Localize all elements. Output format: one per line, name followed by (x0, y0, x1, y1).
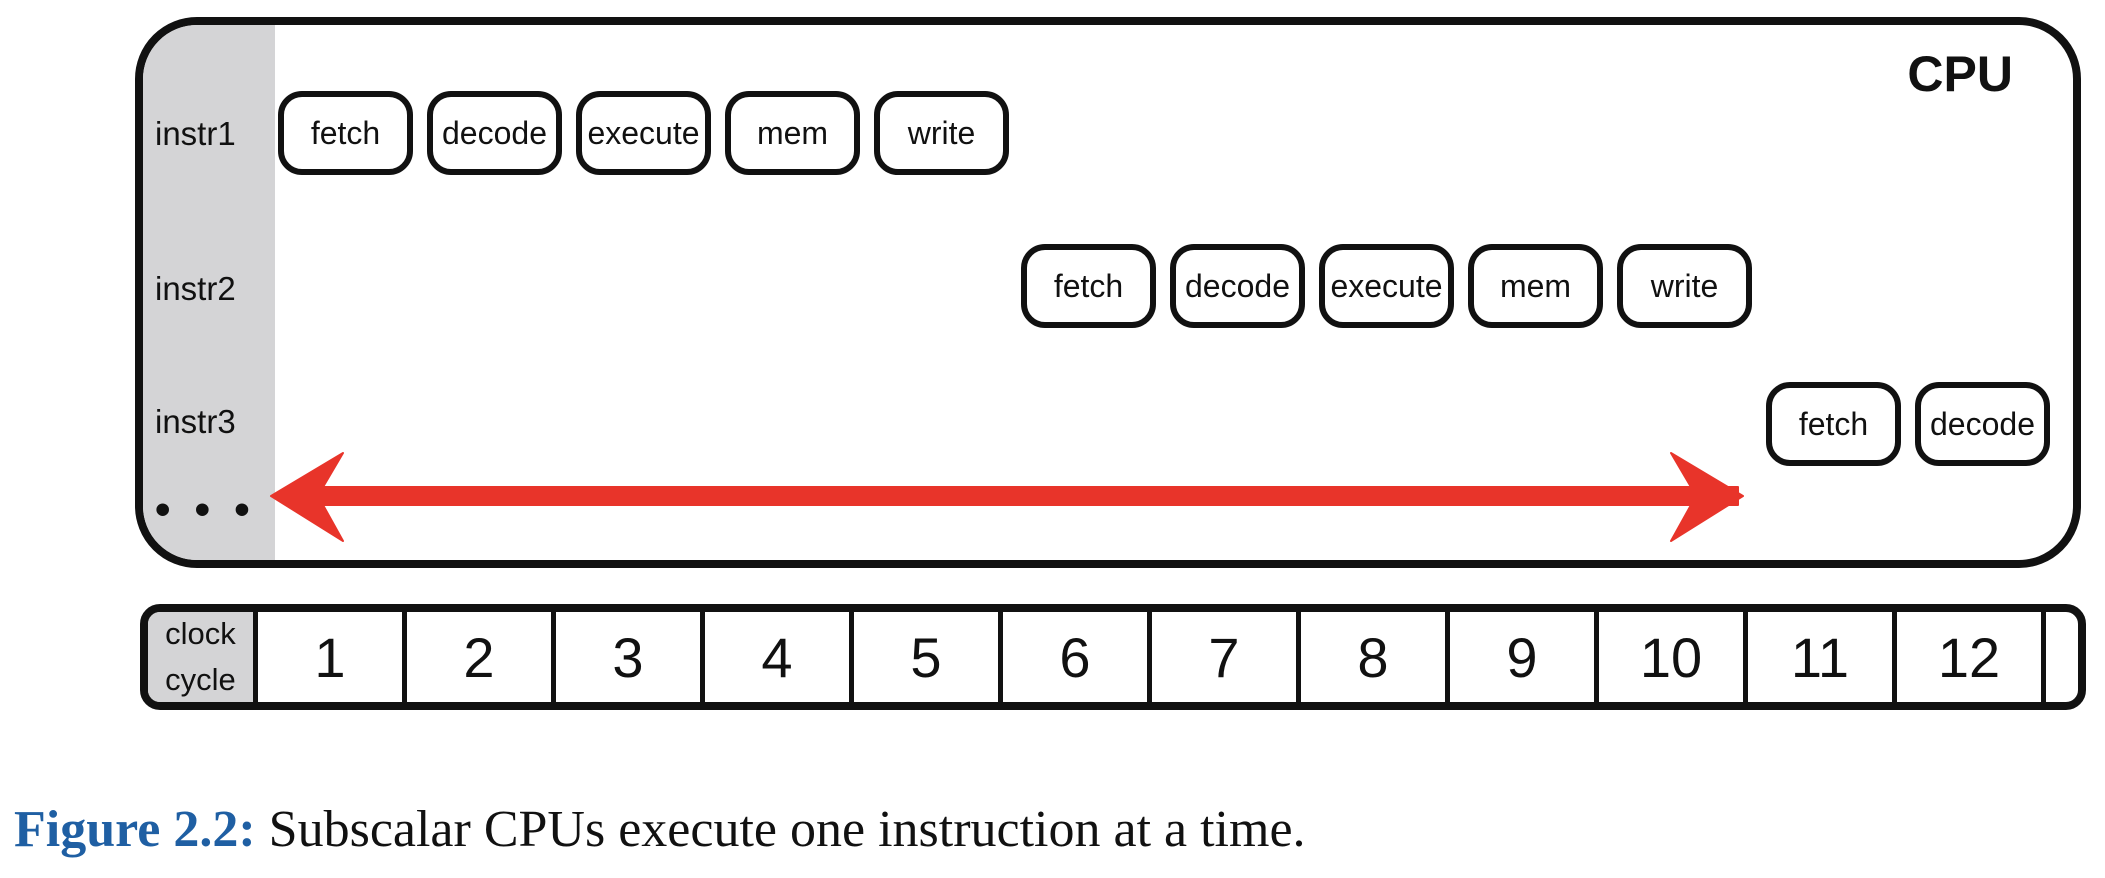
cycle-cell: 11 (1748, 612, 1897, 702)
clock-cycle-label: clock cycle (148, 612, 258, 702)
cycle-cell: 12 (1897, 612, 2046, 702)
cycle-cell: 4 (705, 612, 854, 702)
cycle-cell: 6 (1003, 612, 1152, 702)
cycle-cell: 2 (407, 612, 556, 702)
stage-box: fetch (278, 91, 413, 175)
stage-box: execute (576, 91, 711, 175)
instruction-span-arrow (270, 452, 1744, 542)
instruction-label-column (143, 25, 275, 560)
cycle-cell: 7 (1152, 612, 1301, 702)
cycle-cell: 8 (1301, 612, 1450, 702)
clock-label-line2: cycle (165, 662, 236, 697)
clock-label-line1: clock (165, 616, 236, 651)
figure-caption: Figure 2.2: Subscalar CPUs execute one i… (14, 800, 1306, 859)
stage-box: mem (1468, 244, 1603, 328)
cycle-cell: 5 (854, 612, 1003, 702)
stage-box: write (1617, 244, 1752, 328)
stage-box: decode (1915, 382, 2050, 466)
more-instructions-ellipsis: • • • (155, 485, 256, 534)
clock-cycle-strip: clock cycle 1 2 3 4 5 6 7 8 9 10 11 12 (140, 604, 2086, 710)
stage-box: fetch (1021, 244, 1156, 328)
stage-box: mem (725, 91, 860, 175)
stage-box: decode (427, 91, 562, 175)
cycle-cell: 3 (556, 612, 705, 702)
row-label-instr1: instr1 (155, 115, 236, 152)
cycle-cell: 1 (258, 612, 407, 702)
row-label-instr2: instr2 (155, 270, 236, 307)
stage-box: execute (1319, 244, 1454, 328)
cpu-panel: CPU instr1 instr2 instr3 • • • fetch dec… (135, 17, 2081, 568)
stage-box: decode (1170, 244, 1305, 328)
cycle-cell: 10 (1599, 612, 1748, 702)
caption-text: Subscalar CPUs execute one instruction a… (268, 801, 1306, 858)
row-label-instr3: instr3 (155, 403, 236, 440)
stage-box: write (874, 91, 1009, 175)
cpu-title: CPU (1907, 46, 2013, 102)
figure-number: Figure 2.2: (14, 801, 256, 858)
stage-box: fetch (1766, 382, 1901, 466)
cycle-cell: 9 (1450, 612, 1599, 702)
